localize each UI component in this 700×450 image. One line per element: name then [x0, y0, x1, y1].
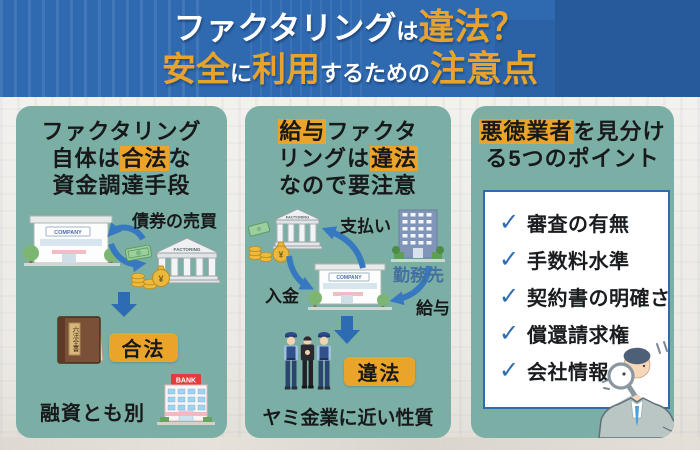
- label-payment: 支払い: [340, 217, 391, 236]
- header-text-gold: 利用: [251, 51, 320, 89]
- panel-legal-title: ファクタリング 自体は合法な 資金調達手段: [16, 118, 227, 199]
- hair: [623, 347, 651, 365]
- header-text: は: [396, 19, 419, 44]
- title-text: ファクタ: [326, 119, 418, 144]
- banknote-icon: [247, 221, 271, 237]
- inspector-man-illustration: [598, 341, 674, 438]
- panel-salary-title: 給与ファクタ リングは違法 なので要注意: [245, 118, 451, 199]
- down-arrow: [111, 292, 137, 317]
- header-text: に: [229, 61, 252, 86]
- checkmark-icon: ✓: [499, 208, 520, 236]
- money-bag-icon: ¥: [272, 241, 290, 263]
- panel-five-points: 悪徳業者を見分け る5つのポイント ✓ 審査の有無 ✓ 手数料水準 ✓ 契約書の…: [471, 106, 674, 438]
- checklist-label: 手数料水準: [527, 251, 630, 273]
- checklist-label: 会社情報: [527, 362, 609, 384]
- down-arrow: [334, 316, 360, 344]
- header-text: ファクタリング: [173, 10, 397, 46]
- header-banner: ファクタリングは違法？ 安全に利用するための注意点: [0, 0, 700, 97]
- checklist-item: ✓ 手数料水準: [485, 241, 668, 278]
- legal-factoring-diagram: COMPANY: [23, 215, 221, 425]
- checklist-item: ✓ 契約書の明確さ: [485, 278, 671, 315]
- salary-arrow: [389, 265, 432, 306]
- checkmark-icon: ✓: [499, 319, 520, 347]
- checklist-item: ✓ 償還請求権: [485, 315, 668, 352]
- header-text-gold: 安全: [161, 51, 230, 89]
- panel-legal-factoring: ファクタリング 自体は合法な 資金調達手段 COMPANY: [16, 106, 227, 438]
- panel-salary-factoring: 給与ファクタ リングは違法 なので要注意 FACTORING: [245, 106, 451, 438]
- company-sign: COMPANY: [54, 230, 82, 236]
- money-bag-icon: ¥: [152, 265, 170, 287]
- deposit-arrow: [286, 255, 315, 290]
- title-text: ファクタリング: [41, 119, 202, 144]
- header-text-gold: 違法？: [418, 6, 527, 47]
- factoring-sign: FACTORING: [174, 247, 201, 252]
- label-bond-trading: 債券の売買: [132, 212, 217, 231]
- employer-building: [391, 209, 445, 262]
- checklist-card: ✓ 審査の有無 ✓ 手数料水準 ✓ 契約書の明確さ ✓ 償還請求権 ✓ 会社情報: [483, 190, 670, 409]
- note-different-from-loans: 融資とも別: [40, 403, 145, 425]
- checklist-label: 契約書の明確さ: [527, 288, 671, 310]
- header-title-line1: ファクタリングは違法？: [0, 9, 700, 45]
- salary-factoring-diagram: FACTORING ¥: [247, 208, 445, 390]
- label-salary: 給与: [416, 299, 450, 318]
- city-background-strip: [0, 437, 700, 450]
- checkmark-icon: ✓: [499, 282, 520, 310]
- company-sign: COMPANY: [336, 275, 362, 281]
- title-text: な: [168, 146, 192, 171]
- title-text: る5つのポイント: [485, 146, 660, 171]
- title-text: を見分け: [573, 119, 666, 144]
- label-employer: 勤務先: [393, 266, 444, 285]
- checklist-label: 審査の有無: [527, 214, 630, 236]
- title-text: 資金調達手段: [52, 173, 191, 198]
- book-title: 六法全書: [71, 325, 79, 354]
- checklist-label: 償還請求権: [527, 325, 630, 347]
- label-deposit: 入金: [265, 287, 299, 306]
- title-highlight: 悪徳業者: [479, 119, 574, 144]
- exchange-arrows: [107, 222, 147, 273]
- yen-symbol: ¥: [279, 250, 284, 260]
- header-text-gold: 注意点: [430, 48, 539, 89]
- police-arrest-illustration: [284, 332, 331, 390]
- banknote-icon: [124, 244, 153, 262]
- header-title-line2: 安全に利用するための注意点: [0, 48, 700, 89]
- factoring-sign: FACTORING: [286, 215, 309, 220]
- arm-on-hip: [662, 419, 674, 432]
- bank-building: BANK: [157, 374, 215, 425]
- factoring-bank-building: FACTORING: [272, 208, 323, 250]
- title-text: なので要注意: [278, 173, 417, 198]
- magnifier-icon: [607, 362, 640, 402]
- tie: [635, 406, 639, 426]
- yen-symbol: ¥: [158, 274, 163, 284]
- title-text: 自体は: [51, 146, 121, 171]
- company-building: COMPANY: [23, 215, 120, 266]
- checklist-item: ✓ 会社情報: [485, 352, 668, 389]
- title-highlight: 給与: [278, 119, 327, 144]
- title-highlight: 合法: [120, 146, 169, 171]
- title-highlight: 違法: [370, 146, 419, 171]
- note-loan-shark: ヤミ金業に近い性質: [262, 408, 434, 429]
- flow-arrows: [286, 226, 432, 306]
- payment-arrow: [321, 226, 366, 269]
- title-text: リングは: [277, 146, 370, 171]
- header-text: するための: [319, 61, 430, 86]
- checkmark-icon: ✓: [499, 245, 520, 273]
- law-book: 六法全書: [57, 316, 104, 364]
- legal-badge: 合法: [109, 333, 178, 362]
- panel-points-title: 悪徳業者を見分け る5つのポイント: [471, 118, 674, 172]
- checkmark-icon: ✓: [499, 356, 520, 384]
- bank-sign: BANK: [176, 378, 196, 385]
- motion-marks: [602, 341, 668, 390]
- coins-icon: [248, 245, 273, 262]
- illegal-badge: 違法: [344, 357, 415, 386]
- company-building: COMPANY: [308, 263, 392, 310]
- checklist-item: ✓ 審査の有無: [485, 204, 668, 241]
